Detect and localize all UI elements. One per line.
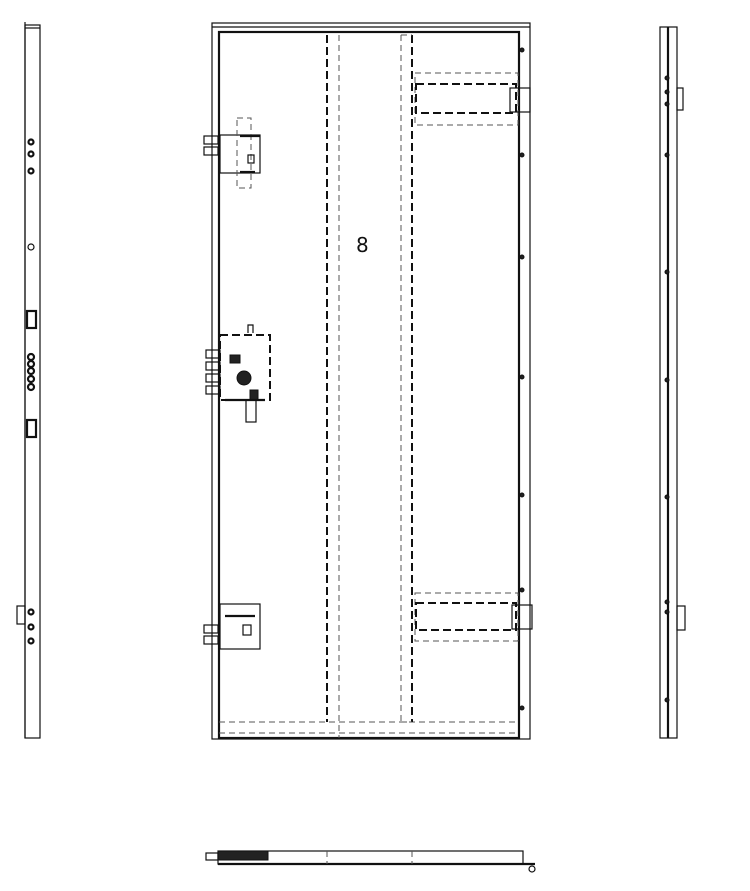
front-view: 8 [203,22,533,740]
hinge-reinforcement-bottom [414,592,533,642]
vertical-stiffener-right [400,34,413,723]
hinge-bottom-side [676,605,686,631]
plan-hinge [528,865,536,873]
edge-studs [519,47,525,711]
hinge-bottom [511,604,533,630]
center-label: 8 [356,233,369,257]
strike-plate-top [25,309,38,330]
hinge-reinforcement-top [414,72,531,126]
hinge-top [509,87,531,113]
lock-holes-bottom [27,608,35,645]
lock-holes-main [26,352,36,392]
lock-bottom [203,603,261,650]
left-side-view [16,22,41,739]
lock-holes-top [27,138,35,175]
spy-hole [27,243,35,251]
plan-view [205,850,536,873]
side-studs [664,75,670,703]
lock-top [203,117,261,189]
right-side-view [659,26,686,739]
vertical-stiffener-left [326,35,340,738]
lock-main [205,324,271,423]
door-leaf [217,30,521,740]
strike-plate-bottom [25,418,38,439]
plan-lock-block [217,850,269,861]
hinge-top-side [676,87,684,111]
side-bump [16,605,26,625]
